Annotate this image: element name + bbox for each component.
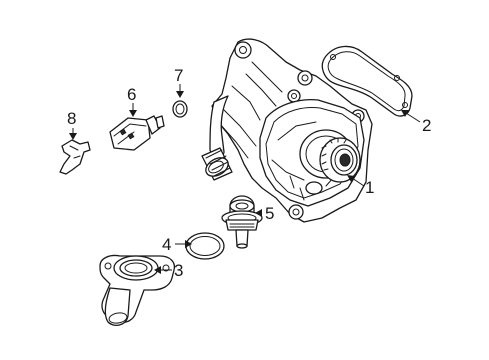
callout-4: 4 [162, 235, 171, 254]
coolant-flange [99, 254, 176, 327]
sensor-seal-ring [172, 100, 188, 118]
water-pump-assembly [201, 38, 373, 223]
retaining-clip [59, 139, 91, 175]
o-ring-seal [185, 232, 225, 260]
coolant-temperature-sensor [109, 115, 165, 151]
callout-7: 7 [174, 66, 183, 85]
callout-6: 6 [127, 85, 136, 104]
callout-8: 8 [67, 109, 76, 128]
callout-labels: 1 2 3 4 5 6 7 8 [67, 66, 431, 280]
callout-5: 5 [265, 204, 274, 223]
callout-1: 1 [365, 178, 374, 197]
callout-3: 3 [174, 261, 183, 280]
callout-2: 2 [422, 116, 431, 135]
thermostat [221, 195, 263, 249]
callout-leaders [69, 84, 421, 274]
